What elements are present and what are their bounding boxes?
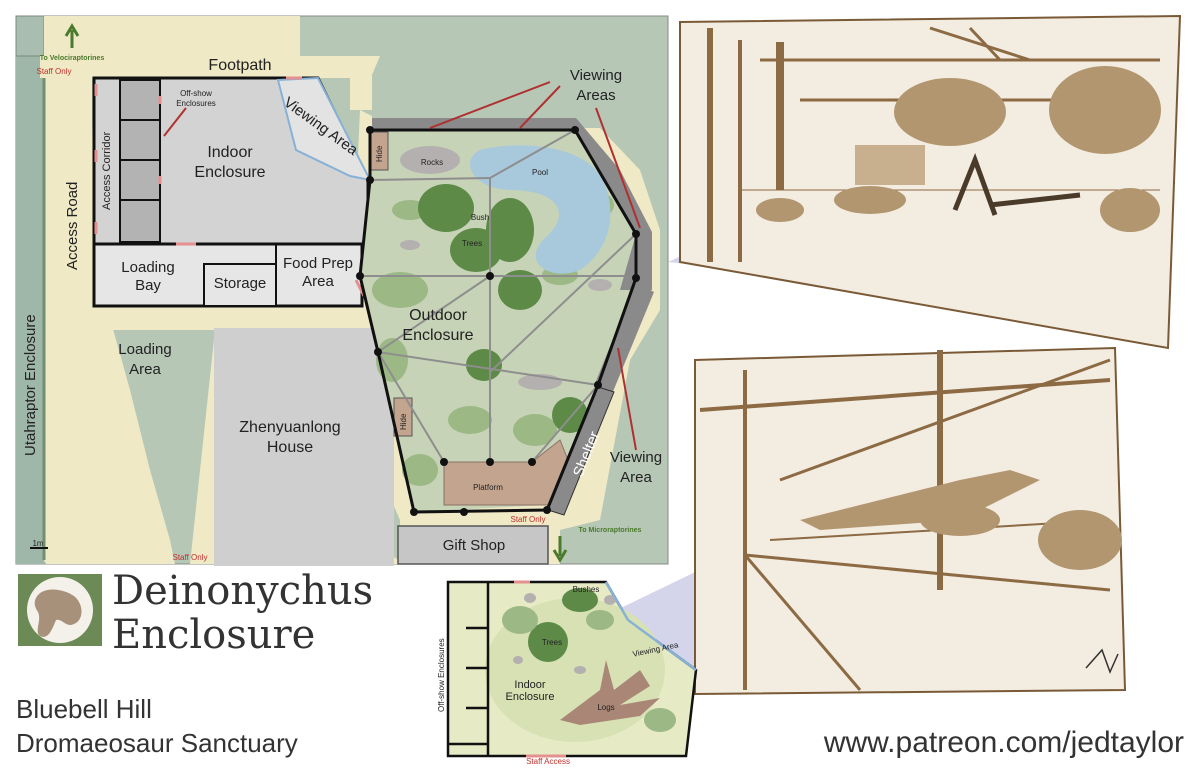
utahraptor-zone xyxy=(16,16,44,564)
access-road-label: Access Road xyxy=(64,182,81,270)
access-road-path xyxy=(44,16,300,564)
sketch2-logs xyxy=(800,470,1122,570)
off-show-line2: Enclosures xyxy=(176,99,216,108)
to-microraptorines-label: To Microraptorines xyxy=(579,527,642,534)
staff-only-top-label: Staff Only xyxy=(37,67,72,76)
corner-block xyxy=(15,15,45,57)
subtitle-line1: Bluebell Hill xyxy=(16,694,152,724)
title-line2: Enclosure xyxy=(112,612,315,658)
zhenyuanlong-house xyxy=(214,328,394,566)
utahraptor-label: Utahraptor Enclosure xyxy=(22,314,39,456)
storage-label: Storage xyxy=(214,275,267,292)
sketch1-dinosaur xyxy=(952,152,1081,216)
door-markers xyxy=(94,76,366,297)
loading-bay-line1: Loading xyxy=(121,259,174,276)
loading-area-line1: Loading xyxy=(118,341,171,358)
indoor-sketch xyxy=(600,346,1127,696)
patreon-url: www.patreon.com/jedtaylor xyxy=(823,726,1184,759)
subtitle-line2: Dromaeosaur Sanctuary xyxy=(16,728,298,758)
indoor-enclosure-line2: Enclosure xyxy=(194,164,265,181)
to-velociraptorines-label: To Velociraptorines xyxy=(40,55,105,62)
indoor-inset-map: Bushes Trees Viewing Area Indoor Enclosu… xyxy=(437,580,698,766)
staff-only-bottom-left-label: Staff Only xyxy=(173,553,208,562)
main-map: Footpath To Velociraptorines Staff Only … xyxy=(15,15,669,566)
off-show-dividers xyxy=(120,119,160,201)
rocks xyxy=(400,146,612,390)
inset-indoor-line2: Enclosure xyxy=(506,691,555,703)
inset-viewing-edge xyxy=(604,581,630,621)
sketch2-projection xyxy=(600,560,720,690)
hide-top-label: Hide xyxy=(375,145,384,162)
inset-trees-label: Trees xyxy=(542,638,562,647)
title-line1: Deinonychus xyxy=(112,568,373,614)
viewing-areas-line1: Viewing xyxy=(570,67,622,84)
title-block: Deinonychus Enclosure Bluebell Hill Drom… xyxy=(16,568,1184,759)
inset-staff-access-label: Staff Access xyxy=(526,757,570,766)
inset-logs xyxy=(560,660,660,725)
staff-only-bottom-label: Staff Only xyxy=(511,515,546,524)
platform-label: Platform xyxy=(473,483,503,492)
inset-viewing-edge-2 xyxy=(627,618,697,672)
inset-indoor-line1: Indoor xyxy=(514,679,546,691)
inset-bushes-label: Bushes xyxy=(573,585,600,594)
off-show-line1: Off-show xyxy=(180,89,212,98)
hide-left-label: Hide xyxy=(399,413,408,430)
sketch1-building xyxy=(855,145,925,185)
sketch1-trees xyxy=(756,66,1161,232)
inset-off-show-label: Off-show Enclosures xyxy=(437,638,446,712)
pool xyxy=(470,145,611,274)
food-prep-line2: Area xyxy=(302,273,334,290)
bush-label: Bush xyxy=(471,213,489,222)
food-prep-line1: Food Prep xyxy=(283,255,353,272)
access-corridor-label: Access Corridor xyxy=(101,131,113,210)
inset-doors xyxy=(514,580,566,758)
signature-mark xyxy=(1085,648,1119,675)
inset-bushes xyxy=(502,606,676,732)
viewing-area-top xyxy=(276,76,372,182)
gift-shop xyxy=(397,525,549,565)
viewing-areas-line2: Areas xyxy=(576,87,615,104)
zhenyuanlong-line1: Zhenyuanlong xyxy=(239,419,340,436)
outdoor-enclosure-line1: Outdoor xyxy=(409,307,467,324)
loading-bay-line2: Bay xyxy=(135,277,161,294)
viewing-strip-right xyxy=(594,282,654,394)
inset-stall-walls xyxy=(448,626,488,746)
scale-label: 1m xyxy=(32,539,43,548)
dinosaur-logo-icon xyxy=(34,589,82,637)
footpath-area xyxy=(40,56,380,110)
loading-area-line2: Area xyxy=(129,361,161,378)
rocks-label: Rocks xyxy=(421,158,443,167)
sketch2-lines xyxy=(699,350,1111,691)
inset-trees xyxy=(528,588,598,662)
viewing-area-right-line1: Viewing xyxy=(610,449,662,466)
gift-shop-label: Gift Shop xyxy=(443,537,506,554)
storage-room xyxy=(203,263,277,307)
pool-label: Pool xyxy=(532,168,548,177)
callout-lines xyxy=(163,81,641,451)
outdoor-sketch xyxy=(668,14,1182,350)
enclosure-structure-lines xyxy=(360,129,637,463)
fence-posts xyxy=(356,126,640,516)
arrow-up-icon xyxy=(64,23,80,48)
inset-logs-label: Logs xyxy=(597,703,614,712)
viewing-area-right-line2: Area xyxy=(620,469,652,486)
indoor-enclosure-line1: Indoor xyxy=(207,144,253,161)
inset-rocks xyxy=(513,593,616,674)
sketch1-frame xyxy=(679,14,1182,350)
footpath-label: Footpath xyxy=(208,57,271,74)
trees-label: Trees xyxy=(462,239,482,248)
outdoor-enclosure-line2: Enclosure xyxy=(402,327,473,344)
arrow-down-icon xyxy=(552,536,568,563)
zhenyuanlong-line2: House xyxy=(267,439,313,456)
